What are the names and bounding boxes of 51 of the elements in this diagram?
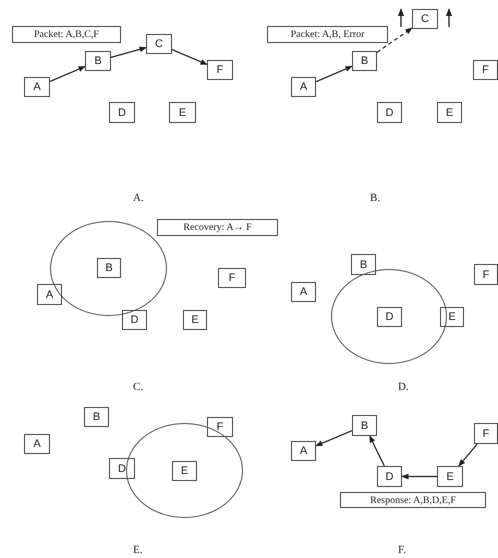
panel-caption: B. [370,192,380,204]
node-box: B [84,407,109,427]
node-box: D [109,102,135,123]
node-box: F [207,417,233,437]
message-box: Packet: A,B,C,F [12,26,121,43]
message-box: Packet: A,B, Error [267,26,388,43]
node-box: F [218,268,246,288]
node-box: B [351,254,376,275]
node-box: F [474,423,498,444]
panel-caption: A. [133,192,144,204]
node-box: D [122,310,147,330]
node-box: B [352,415,377,436]
panel-caption: C. [133,381,144,393]
node-box: D [377,307,402,327]
arrow [172,48,208,66]
arrow [50,66,86,82]
panel-caption: E. [133,544,142,556]
node-box: D [377,466,402,487]
arrow [315,430,352,446]
dashed-arrow [376,28,413,53]
node-box: C [412,9,438,29]
message-box: Recovery: A→ F [157,219,278,236]
node-box: A [291,282,316,302]
node-box: E [172,461,197,481]
node-box: A [291,441,316,461]
node-box: B [97,258,121,278]
node-box: E [440,307,464,327]
arrow [401,474,437,480]
node-box: A [291,77,316,97]
arrow [110,46,147,58]
node-box: A [24,77,50,97]
arrow [369,435,385,466]
node-box: E [169,102,196,123]
message-box: Response: A,B,D,E,F [340,492,486,508]
arrow [458,444,478,467]
node-box: E [437,466,463,487]
arrow [316,66,353,82]
node-box: F [473,60,498,80]
node-box: D [377,102,402,123]
node-box: A [24,434,50,454]
node-box: F [474,264,498,285]
panel-caption: F. [398,544,406,556]
node-box: C [146,34,172,54]
node-box: B [85,51,111,71]
node-box: E [183,310,207,330]
panel-caption: D. [398,381,409,393]
node-box: F [207,60,233,80]
node-box: B [352,51,377,71]
node-box: A [37,284,62,305]
node-box: E [437,102,462,123]
node-box: D [109,458,135,479]
